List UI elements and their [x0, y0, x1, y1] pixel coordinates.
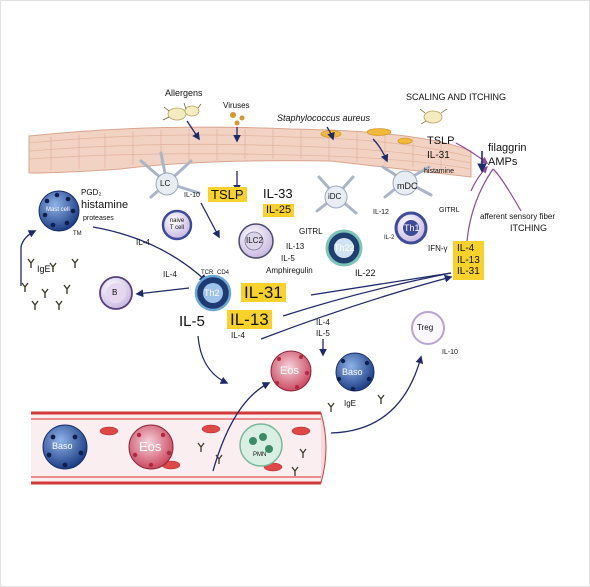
basophil	[335, 352, 375, 392]
mast-cell-label: Mast cell	[46, 207, 70, 213]
idc-cell	[315, 175, 358, 215]
il5-th2-label: IL-5	[179, 313, 205, 330]
ilc2-il5-label: IL-5	[281, 254, 295, 263]
ifng-label: IFN-γ	[428, 244, 448, 253]
th2-label: Th2	[204, 288, 220, 298]
il4-b-label: IL-4	[163, 270, 177, 279]
th2-tcr-label: TCR	[201, 270, 214, 276]
box-il4-label: IL-4	[457, 243, 475, 254]
langerhans-cell	[139, 151, 201, 199]
allergen-mite-icon	[419, 108, 448, 125]
tslp-cell-label: TSLP	[208, 187, 247, 202]
idc-label: iDC	[328, 192, 342, 201]
vessel-eosinophil	[128, 424, 174, 470]
allergen-mite-icon	[162, 102, 202, 121]
pgd2-label: PGD₂	[81, 188, 102, 197]
box-il13-label: IL-13	[457, 254, 480, 266]
th22-cell	[325, 229, 363, 267]
th22-label: Th22	[334, 243, 355, 253]
ilc2-il13-label: IL-13	[286, 242, 305, 251]
th2-cd4-label: CD4	[217, 270, 230, 276]
th1-label: Th1	[404, 223, 420, 233]
vessel-pmn-label: PMN	[253, 452, 267, 458]
box-il31-label: IL-31	[457, 266, 480, 277]
afferent-fiber-label: afferent sensory fiber	[480, 212, 556, 221]
amps-label: AMPs	[488, 156, 518, 168]
gitrl-left-label: GITRL	[299, 227, 323, 236]
il31-th2-label: IL-31	[241, 283, 286, 302]
epidermis-band	[28, 126, 472, 178]
ige-antibodies	[21, 258, 79, 310]
lc-label: LC	[160, 179, 171, 188]
naive-t-cell	[161, 209, 193, 241]
tslp-epidermis-label: TSLP	[427, 135, 455, 147]
viruses-label: Viruses	[223, 101, 250, 110]
ilc2-cell	[238, 223, 274, 259]
staph-clusters	[320, 128, 413, 145]
il33-label: IL-33	[263, 186, 293, 201]
ige-baso-label: IgE	[344, 399, 357, 408]
eos-label: Eos	[280, 365, 299, 377]
filaggrin-label: filaggrin	[488, 142, 527, 154]
itching-label: ITCHING	[510, 223, 547, 233]
b-cell-label: B	[112, 288, 118, 297]
eosinophil	[270, 350, 312, 392]
vessel-eos-label: Eos	[139, 439, 162, 454]
b-cell	[99, 276, 133, 310]
ilc2-label: ILC2	[246, 236, 263, 245]
proteases-label: proteases	[83, 215, 114, 222]
staph-label: Staphylococcus aureus	[277, 113, 371, 123]
mdc-cell	[381, 165, 433, 199]
baso-label: Baso	[342, 367, 363, 377]
treg-label: Treg	[417, 323, 434, 332]
amphiregulin-label: Amphiregulin	[266, 266, 313, 275]
scaling-label: SCALING AND ITCHING	[406, 92, 507, 102]
histamine-epidermis-label: histamine	[424, 168, 454, 175]
th1-cell	[394, 211, 428, 245]
histamine-mast-label: histamine	[81, 199, 129, 211]
vessel-basophil	[42, 424, 88, 470]
ige-label: IgE	[37, 264, 51, 274]
il25-label: IL-25	[263, 204, 295, 217]
naive-t-label: naive T cell	[169, 218, 185, 231]
cytokine-box: IL-4 IL-13 IL-31	[453, 241, 484, 280]
il4-mast-label: IL-4	[136, 238, 150, 247]
il4-th2-label: IL-4	[231, 331, 245, 340]
virus-icon	[230, 112, 245, 126]
mast-cell	[38, 190, 80, 232]
il10-lc-label: IL-10	[184, 192, 200, 199]
th2-cell	[194, 274, 232, 312]
tm-label: TM	[73, 231, 82, 237]
vessel-pmn	[239, 423, 283, 467]
il5-eos-label: IL-5	[316, 329, 330, 338]
il4-eos-label: IL-4	[316, 318, 330, 327]
allergens-label: Allergens	[165, 88, 203, 98]
treg-cell	[411, 311, 445, 345]
il10-treg-label: IL-10	[442, 349, 458, 356]
il12-label: IL-12	[373, 209, 389, 216]
il2-label: IL-2	[384, 235, 395, 241]
il13-th2-label: IL-13	[227, 310, 272, 329]
gitrl-right-label: GITRL	[439, 207, 460, 214]
il22-label: IL-22	[355, 268, 376, 278]
mdc-label: mDC	[397, 181, 418, 191]
il31-epidermis-label: IL-31	[427, 150, 450, 161]
vessel-baso-label: Baso	[52, 441, 73, 451]
